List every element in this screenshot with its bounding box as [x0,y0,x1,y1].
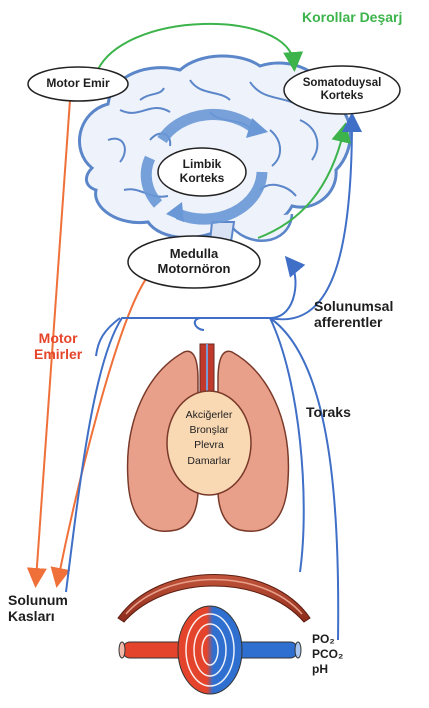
blood-gases-list: PO₂ PCO₂ pH [312,632,343,677]
motor-emir-label: Motor Emir [46,77,109,91]
lung-item-bronslar: Bronşlar [170,423,248,438]
gas-po2: PO₂ [312,632,343,647]
somatoduysal-korteks-node: Somatoduysal Korteks [284,68,400,112]
solunumsal-line2: afferentler [314,314,393,330]
somatoduysal-label-line2: Korteks [321,90,364,103]
solunumsal-afferentler-label: Solunumsal afferentler [314,298,393,330]
somatoduysal-label-line1: Somatoduysal [303,77,382,90]
motor-emirler-line2: Emirler [34,346,82,362]
medulla-label-line1: Medulla [170,247,218,262]
motor-emirler-line1: Motor [34,330,82,346]
lung-item-akcigerler: Akciğerler [170,408,248,423]
medulla-motornoron-node: Medulla Motornöron [130,238,258,286]
limbik-label-line2: Korteks [180,172,225,186]
korollar-desarj-label: Korollar Deşarj [302,9,402,25]
limbik-label-line1: Limbik [183,158,222,172]
lung-contents-list: Akciğerler Bronşlar Plevra Damarlar [170,408,248,469]
solunum-kaslari-label: Solunum Kasları [8,592,68,624]
motor-emirler-label: Motor Emirler [34,330,82,362]
limbik-korteks-node: Limbik Korteks [160,150,244,194]
lung-item-plevra: Plevra [170,438,248,453]
medulla-label-line2: Motornöron [158,262,231,277]
motor-emir-node: Motor Emir [30,72,126,96]
solunumsal-line1: Solunumsal [314,298,393,314]
gas-pco2: PCO₂ [312,647,343,662]
capillary-illustration [119,606,301,694]
solunum-line1: Solunum [8,592,68,608]
toraks-label: Toraks [306,404,351,420]
solunum-line2: Kasları [8,608,68,624]
gas-ph: pH [312,662,343,677]
lung-item-damarlar: Damarlar [170,454,248,469]
